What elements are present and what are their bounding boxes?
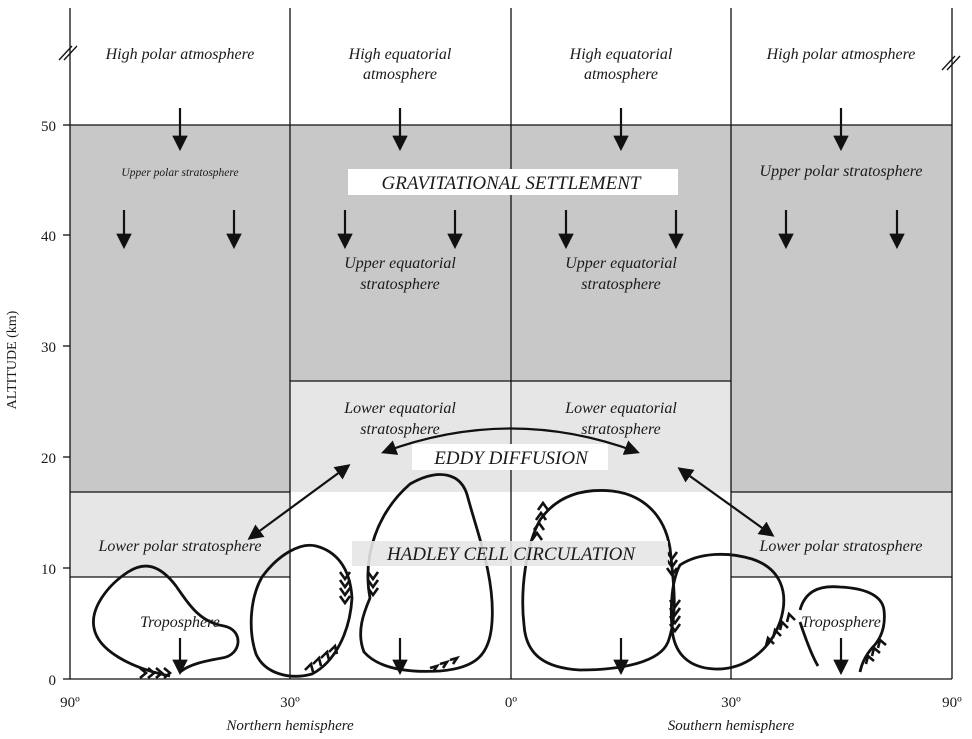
axis-break-left — [58, 45, 78, 61]
lower-polar-stratosphere-left-region — [70, 492, 290, 577]
lower-equatorial-stratosphere-left-label: stratosphere — [360, 421, 439, 438]
southern-hemisphere-label: Southern hemisphere — [668, 718, 795, 734]
x-tick-label: 90º — [60, 695, 80, 711]
hadley-label-backing — [352, 541, 668, 566]
y-tick-label: 10 — [41, 562, 56, 578]
y-tick-label: 40 — [41, 229, 56, 245]
y-ticks — [63, 124, 70, 680]
upper-polar-stratosphere-left-label: Upper polar stratosphere — [121, 167, 238, 179]
lower-equatorial-stratosphere-right-label: stratosphere — [581, 421, 660, 438]
northern-hemisphere-label: Northern hemisphere — [225, 718, 354, 734]
y-tick-label: 0 — [49, 673, 57, 689]
upper-equatorial-stratosphere-left-label: Upper equatorial — [344, 255, 456, 272]
y-tick-label: 30 — [41, 340, 56, 356]
lower-equatorial-stratosphere-right-label: Lower equatorial — [564, 400, 677, 417]
eddy-diffusion-label: EDDY DIFFUSION — [433, 448, 589, 469]
high-polar-atmosphere-left-label: High polar atmosphere — [105, 46, 255, 63]
polar-stratosphere-left-region — [70, 381, 290, 492]
eddy-diffusion-arrows — [247, 427, 775, 540]
x-tick-label: 0º — [505, 695, 518, 711]
lower-equatorial-stratosphere-left-label: Lower equatorial — [343, 400, 456, 417]
gravitational-settlement-label: GRAVITATIONAL SETTLEMENT — [382, 173, 642, 194]
x-tick-label: 30º — [721, 695, 741, 711]
hadley-cell-circulation-label: HADLEY CELL CIRCULATION — [386, 544, 636, 565]
high-equatorial-atmosphere-right-label: atmosphere — [584, 66, 658, 83]
diagram-frame — [69, 8, 953, 680]
y-axis-label: ALTITUDE (km) — [5, 310, 20, 409]
settlement-arrows — [116, 108, 905, 676]
y-tick-label: 50 — [41, 119, 56, 135]
high-equatorial-atmosphere-left-label: atmosphere — [363, 66, 437, 83]
x-tick-label: 30º — [280, 695, 300, 711]
x-tick-label: 90º — [942, 695, 962, 711]
high-equatorial-atmosphere-left-label: High equatorial — [348, 46, 452, 63]
upper-equatorial-stratosphere-right-label: stratosphere — [581, 276, 660, 293]
polar-stratosphere-right-region — [731, 381, 952, 492]
high-polar-atmosphere-right-label: High polar atmosphere — [766, 46, 916, 63]
upper-equatorial-stratosphere-right-label: Upper equatorial — [565, 255, 677, 272]
troposphere-right-label: Troposphere — [801, 614, 881, 631]
cell-flow-chevrons — [139, 500, 887, 679]
troposphere-left-label: Troposphere — [140, 614, 220, 631]
high-equatorial-atmosphere-right-label: High equatorial — [569, 46, 673, 63]
lower-polar-stratosphere-right-label: Lower polar stratosphere — [759, 538, 923, 555]
y-tick-label: 20 — [41, 451, 56, 467]
upper-equatorial-stratosphere-left-label: stratosphere — [360, 276, 439, 293]
lower-polar-stratosphere-left-label: Lower polar stratosphere — [98, 538, 262, 555]
upper-polar-stratosphere-right-label: Upper polar stratosphere — [760, 163, 923, 180]
axis-break-right — [941, 55, 961, 71]
hadley-cells — [92, 473, 886, 678]
gravitational-label-backing — [348, 169, 678, 195]
